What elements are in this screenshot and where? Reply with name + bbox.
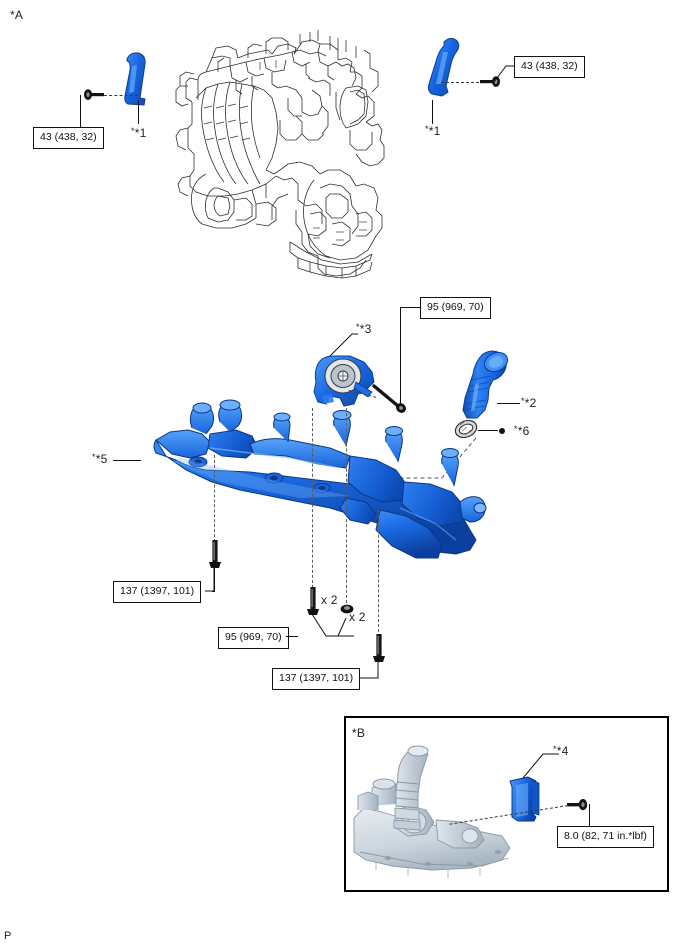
ref-marker-2: **2	[521, 396, 537, 410]
exhaust-pipe-bracket-icon	[509, 776, 540, 822]
ref-marker-4: **4	[553, 744, 569, 758]
o-ring-icon	[454, 419, 478, 439]
engine-mount-insulator-icon	[313, 355, 375, 407]
callout-line-star3	[325, 333, 358, 361]
long-bolt-icon	[372, 384, 406, 413]
torque-label-rear-bolt: 137 (1397, 101)	[272, 668, 361, 690]
engine-mount-stay-left-icon	[124, 52, 146, 106]
crossmember-front-bolt-icon	[209, 540, 221, 568]
front-suspension-crossmember-icon	[153, 399, 487, 559]
air-cleaner-hose-icon	[462, 350, 509, 419]
crossmember-mid-nut-icon	[340, 604, 354, 614]
dash-rear-bolt	[378, 510, 379, 632]
torque-label-bracket: 8.0 (82, 71 in.*lbf)	[557, 826, 654, 848]
leader-line-star2	[497, 403, 520, 404]
bullet-dot-icon	[499, 428, 505, 434]
ref-marker-1-left: **1	[131, 126, 147, 140]
section-marker-a: *A	[10, 8, 24, 22]
dash-mid-bolt	[312, 408, 313, 588]
leader-elbow-front-bolt	[205, 565, 215, 592]
section-marker-b: *B	[352, 726, 366, 740]
qty-label-mid-nut: x 2	[349, 610, 366, 624]
leader-lines-mid-fasteners	[311, 613, 354, 637]
callout-line-left-star1	[138, 100, 139, 124]
engine-mount-stay-right-icon	[427, 37, 460, 97]
callout-line-right-star1	[432, 100, 433, 124]
dash-mid-nut	[346, 398, 347, 603]
ref-marker-6: **6	[514, 424, 530, 438]
leader-line-left-torque	[80, 95, 81, 135]
torque-label-left-stay: 43 (438, 32)	[33, 127, 104, 149]
crossmember-mid-bolt-icon	[307, 587, 319, 615]
leader-dash-right-bolt	[441, 82, 479, 83]
leader-v-bracket-torque	[589, 804, 590, 826]
ref-marker-1-right: **1	[425, 124, 441, 138]
leader-h-mount-torque	[400, 307, 421, 308]
leader-v-mount-torque	[400, 307, 401, 405]
leader-line-star5	[113, 460, 141, 461]
qty-label-mid-bolt: x 2	[321, 593, 338, 607]
leader-line-star6	[478, 430, 498, 431]
bolt-icon	[84, 89, 104, 100]
callout-line-star4	[522, 753, 559, 779]
page-code: P	[4, 930, 12, 942]
engine-assembly-icon	[175, 30, 385, 279]
leader-dash-left-bolt	[104, 95, 138, 96]
transmission-exhaust-assembly-icon	[353, 745, 511, 878]
leader-h-mid	[286, 636, 298, 637]
ref-marker-5: **5	[92, 452, 108, 466]
dash-front-bolt	[214, 455, 215, 542]
crossmember-rear-bolt-icon	[373, 634, 385, 662]
torque-label-right-stay: 43 (438, 32)	[514, 56, 585, 78]
ref-marker-3: **3	[356, 322, 372, 336]
torque-label-mid: 95 (969, 70)	[218, 627, 289, 649]
bolt-icon	[567, 799, 588, 811]
torque-label-engine-mount: 95 (969, 70)	[420, 297, 491, 319]
torque-label-front-bolt: 137 (1397, 101)	[113, 581, 202, 603]
